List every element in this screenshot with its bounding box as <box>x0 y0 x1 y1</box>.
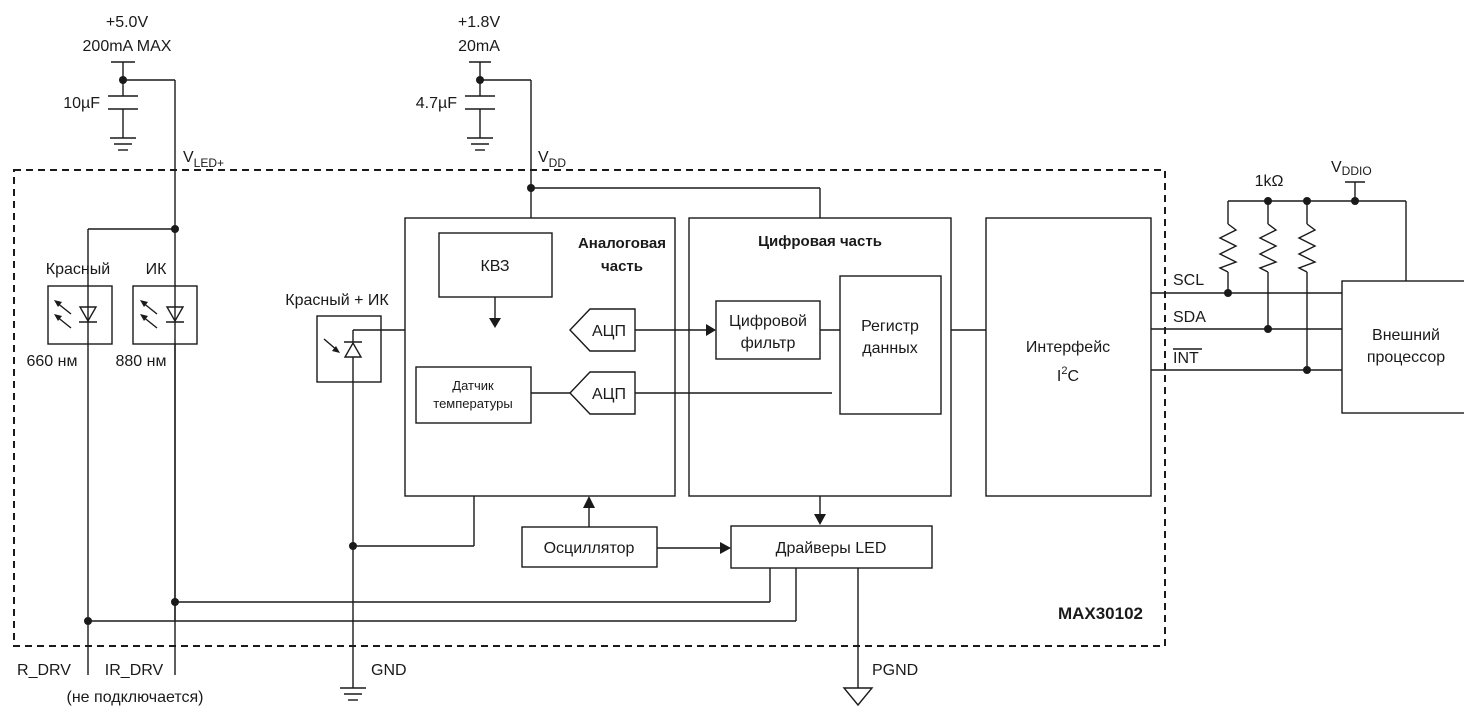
resistor-icon <box>1218 223 1238 273</box>
arrow-icon <box>489 318 501 328</box>
digital-filter <box>715 300 821 360</box>
adc2-label: АЦП <box>592 386 626 403</box>
bus-node <box>1351 197 1359 205</box>
ir-drv-pin: IR_DRV <box>105 662 164 679</box>
external-processor <box>1341 280 1464 414</box>
supply-1v8-node <box>476 76 484 84</box>
ir-drv-node <box>171 598 179 606</box>
r-drv-node <box>84 617 92 625</box>
analog-title: Аналоговая <box>578 235 666 252</box>
red-wavelength: 660 нм <box>27 353 78 370</box>
red-led <box>47 285 113 345</box>
sda-label: SDA <box>1173 309 1206 326</box>
supply-5v-cap: 10µF <box>63 95 100 112</box>
interface-label: Интерфейс <box>1026 339 1110 356</box>
not-connected-note: (не подключается) <box>67 689 204 706</box>
driver-wiring <box>88 568 859 688</box>
external-label-2: процессор <box>1367 349 1445 366</box>
bus-node <box>1264 197 1272 205</box>
r-drv-pin: R_DRV <box>17 662 71 679</box>
led-icon <box>54 286 98 344</box>
gnd-pin: GND <box>371 662 407 679</box>
scl-node <box>1224 289 1232 297</box>
bus-node <box>1303 197 1311 205</box>
ir-led-label: ИК <box>146 261 168 278</box>
resistor-icon <box>1297 223 1317 273</box>
int-label: INT <box>1173 350 1199 367</box>
i2c-interface <box>985 217 1152 497</box>
kvz-block <box>438 232 553 298</box>
supply-1v8-current: 20mA <box>458 38 500 55</box>
arrow-icon <box>814 514 826 525</box>
vled-net-label: VLED+ <box>183 149 224 170</box>
resistor-icon <box>1258 223 1278 273</box>
interface-label-2: I2C <box>1057 365 1079 385</box>
vled-node <box>171 225 179 233</box>
register-label-2: данных <box>862 340 917 357</box>
arrow-icon <box>706 324 716 336</box>
chip-boundary <box>13 169 1166 647</box>
power-ground-icon <box>842 687 874 707</box>
vdd-node <box>527 184 535 192</box>
int-node <box>1303 366 1311 374</box>
temp-label-2: температуры <box>433 396 512 411</box>
scl-label: SCL <box>1173 272 1204 289</box>
led-drivers-label: Драйверы LED <box>776 540 887 557</box>
ground-icon <box>110 137 136 151</box>
register-label: Регистр <box>861 318 919 335</box>
photodiode-label: Красный + ИК <box>285 292 389 309</box>
arrow-icon <box>720 542 731 554</box>
photodiode-node <box>349 542 357 550</box>
ground-icon <box>467 137 493 151</box>
resistor-value: 1kΩ <box>1255 173 1284 190</box>
supply-5v-current: 200mA MAX <box>83 38 172 55</box>
chip-name: MAX30102 <box>1058 604 1143 623</box>
temp-label: Датчик <box>452 378 494 393</box>
oscillator <box>521 526 658 568</box>
vdd-net-label: VDD <box>538 149 566 170</box>
kvz-label: КВЗ <box>480 258 509 275</box>
filter-label-2: фильтр <box>741 335 796 352</box>
data-register <box>839 275 942 415</box>
red-led-label: Красный <box>46 261 110 278</box>
filter-label: Цифровой <box>729 313 807 330</box>
ground-icon <box>340 687 366 701</box>
supply-1v8-cap: 4.7µF <box>416 95 457 112</box>
led-icon <box>140 286 185 344</box>
external-label: Внешний <box>1372 327 1440 344</box>
analog-title-2: часть <box>601 258 643 275</box>
supply-5v-voltage: +5.0V <box>106 14 149 31</box>
vddio-label: VDDIO <box>1331 159 1372 178</box>
ir-wavelength: 880 нм <box>116 353 167 370</box>
adc1-label: АЦП <box>592 323 626 340</box>
temp-sensor <box>415 366 532 424</box>
pgnd-pin: PGND <box>872 662 918 679</box>
supply-5v-node <box>119 76 127 84</box>
supply-1v8-wiring <box>465 61 821 218</box>
sda-node <box>1264 325 1272 333</box>
digital-title: Цифровая часть <box>758 233 882 250</box>
oscillator-label: Осциллятор <box>544 540 635 557</box>
led-drivers <box>730 525 933 569</box>
supply-1v8-voltage: +1.8V <box>458 14 501 31</box>
arrow-icon <box>583 496 595 508</box>
